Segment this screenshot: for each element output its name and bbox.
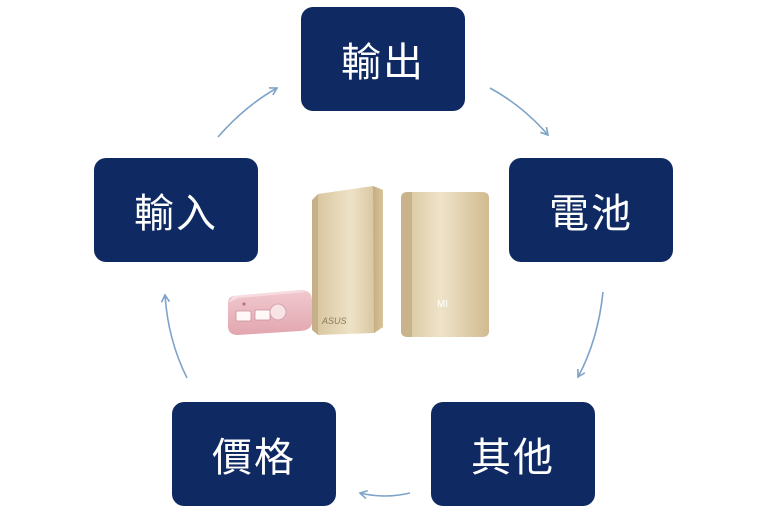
node-battery-label: 電池 (549, 191, 633, 237)
node-output: 輸出 (301, 7, 465, 111)
node-price-label: 價格 (212, 435, 296, 481)
pink-power-bank (228, 290, 312, 335)
arrow-input-to-output (217, 87, 279, 138)
asus-logo: ASUS (321, 316, 347, 326)
arrow-battery-to-other (577, 291, 604, 379)
node-input: 輸入 (94, 158, 258, 262)
arrow-price-to-input (160, 293, 188, 379)
node-output-label: 輸出 (341, 40, 425, 86)
asus-power-bank: ASUS (312, 186, 383, 335)
node-other: 其他 (431, 402, 595, 506)
arrow-other-to-price (358, 489, 411, 500)
node-battery: 電池 (509, 158, 673, 262)
node-other-label: 其他 (471, 435, 555, 481)
node-input-label: 輸入 (134, 191, 218, 237)
arrow-output-to-battery (489, 87, 550, 137)
mi-power-bank: MI (401, 192, 489, 337)
mi-logo: MI (437, 299, 448, 310)
node-price: 價格 (172, 402, 336, 506)
